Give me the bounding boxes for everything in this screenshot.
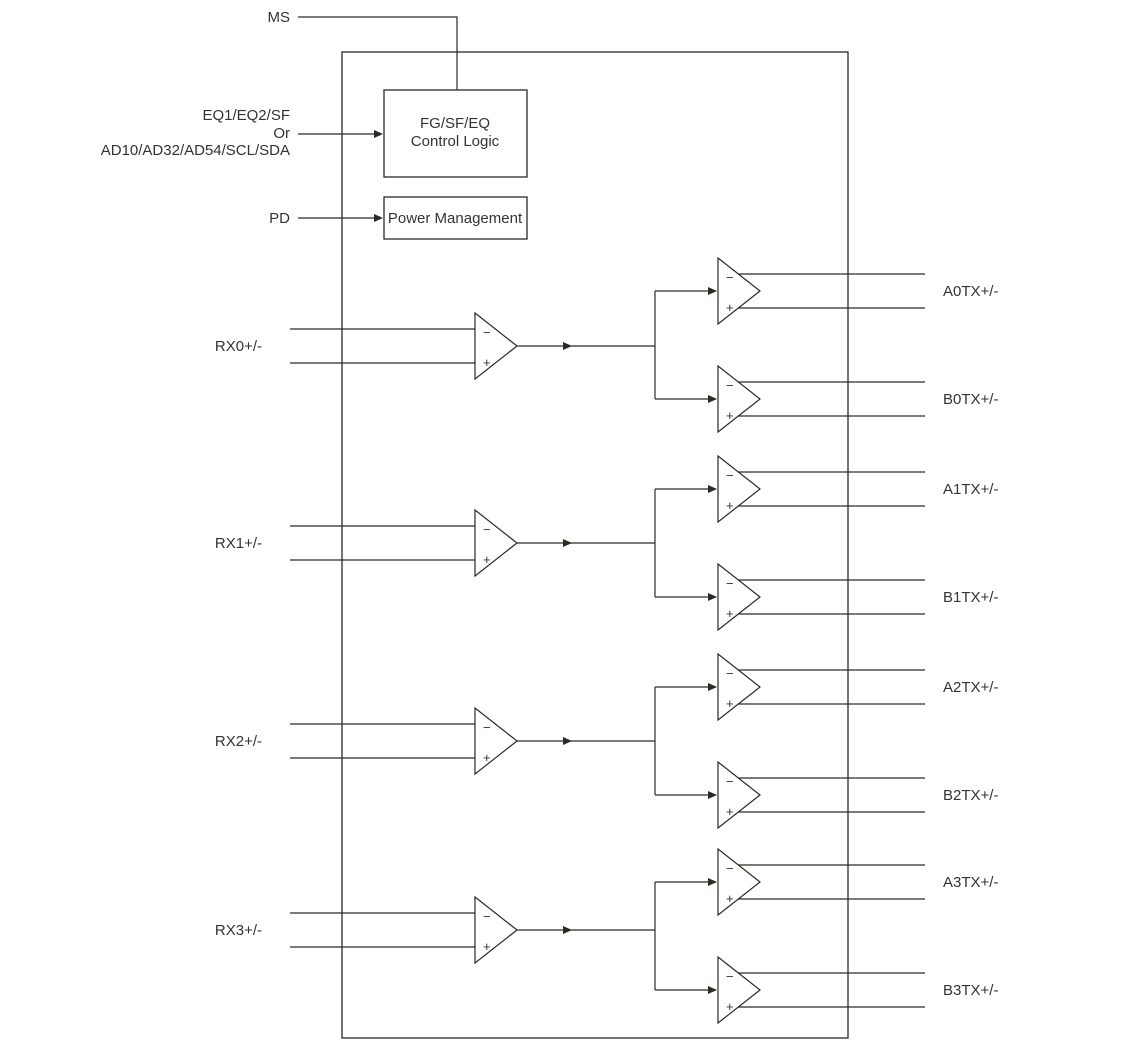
driver-b1-amp-icon [717,562,761,632]
driver-b2-arrowhead-icon [708,791,717,799]
control-logic-box [383,89,528,178]
pd-arrowhead-icon [374,214,383,222]
power-management-box [383,196,528,240]
driver-a1-amp-icon [717,454,761,524]
driver-a2-minus-sign: − [726,666,734,681]
b2-tx-label: B2TX+/- [943,787,998,804]
control-logic-label-line1: FG/SF/EQ [420,115,490,132]
rx0-amp-icon [474,311,518,381]
driver-a2-plus-sign: + [726,696,734,711]
driver-a2-amp-icon [717,652,761,722]
channel-2: RX2+/- − + − + A2TX+/- − + B2TX+/- [215,652,998,830]
driver-b0-minus-sign: − [726,378,734,393]
ms-net: MS [268,9,458,90]
rx3-label: RX3+/- [215,922,262,939]
b3-tx-label: B3TX+/- [943,982,998,999]
driver-b2-amp-icon [717,760,761,830]
b1-tx-label: B1TX+/- [943,589,998,606]
driver-b3-plus-sign: + [726,999,734,1014]
driver-b3-minus-sign: − [726,969,734,984]
a3-tx-label: A3TX+/- [943,874,998,891]
channel-3: RX3+/- − + − + A3TX+/- − + B3TX+/- [215,847,998,1025]
ms-line [298,16,458,90]
driver-a0-amp-icon [717,256,761,326]
rx0-amp-minus-sign: − [483,325,491,340]
driver-b1-minus-sign: − [726,576,734,591]
rx0-amp-plus-sign: + [483,355,491,370]
rx3-amp-minus-sign: − [483,909,491,924]
chip-boundary [341,51,849,1039]
driver-b0-plus-sign: + [726,408,734,423]
rx1-amp-plus-sign: + [483,552,491,567]
driver-a3-minus-sign: − [726,861,734,876]
a1-tx-label: A1TX+/- [943,481,998,498]
rx3-arrowhead-icon [563,926,572,934]
rx3-amp-plus-sign: + [483,939,491,954]
driver-b1-arrowhead-icon [708,593,717,601]
driver-b2-plus-sign: + [726,804,734,819]
control-logic-label-line2: Control Logic [411,133,500,150]
pd-label: PD [269,210,290,227]
a0-tx-label: A0TX+/- [943,283,998,300]
driver-b0-amp-icon [717,364,761,434]
driver-a1-arrowhead-icon [708,485,717,493]
eq-label-line1: EQ1/EQ2/SF [202,107,290,124]
driver-a2-arrowhead-icon [708,683,717,691]
driver-b2-minus-sign: − [726,774,734,789]
b0-tx-label: B0TX+/- [943,391,998,408]
driver-a1-plus-sign: + [726,498,734,513]
channel-0: RX0+/- − + − + A0TX+/- − + B0TX+/- [215,256,998,434]
rx0-arrowhead-icon [563,342,572,350]
driver-b1-plus-sign: + [726,606,734,621]
driver-b3-arrowhead-icon [708,986,717,994]
driver-a3-amp-icon [717,847,761,917]
eq-input-net: EQ1/EQ2/SF Or AD10/AD32/AD54/SCL/SDA [101,107,383,159]
driver-a0-plus-sign: + [726,300,734,315]
driver-a0-arrowhead-icon [708,287,717,295]
rx1-arrowhead-icon [563,539,572,547]
rx2-arrowhead-icon [563,737,572,745]
ms-label: MS [268,9,291,26]
rx2-amp-icon [474,706,518,776]
driver-a3-plus-sign: + [726,891,734,906]
power-management-block: PD Power Management [269,196,528,240]
driver-b3-amp-icon [717,955,761,1025]
rx1-amp-icon [474,508,518,578]
rx0-label: RX0+/- [215,338,262,355]
channel-1: RX1+/- − + − + A1TX+/- − + B1TX+/- [215,454,998,632]
driver-b0-arrowhead-icon [708,395,717,403]
eq-label-line3: AD10/AD32/AD54/SCL/SDA [101,142,290,159]
power-management-label: Power Management [388,210,523,227]
driver-a1-minus-sign: − [726,468,734,483]
control-logic-block: FG/SF/EQ Control Logic [383,89,528,178]
driver-a0-minus-sign: − [726,270,734,285]
eq-arrowhead-icon [374,130,383,138]
a2-tx-label: A2TX+/- [943,679,998,696]
rx2-label: RX2+/- [215,733,262,750]
rx3-amp-icon [474,895,518,965]
rx1-amp-minus-sign: − [483,522,491,537]
eq-label-line2: Or [273,125,290,142]
rx2-amp-plus-sign: + [483,750,491,765]
rx1-label: RX1+/- [215,535,262,552]
rx2-amp-minus-sign: − [483,720,491,735]
driver-a3-arrowhead-icon [708,878,717,886]
